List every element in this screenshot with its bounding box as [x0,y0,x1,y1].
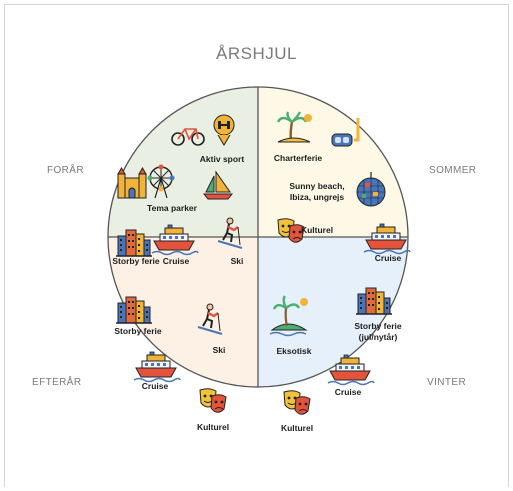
winter-label-cruise: Cruise [335,387,362,397]
autumn-label-ski: Ski [213,345,226,355]
theater-masks-icon [283,390,311,415]
spring-label-aktiv-sport: Aktiv sport [200,154,245,164]
disco-ball-icon [356,172,386,207]
summer-label-sunny-beach-line2: Ibiza, ungrejs [290,192,345,202]
ferris-wheel-icon [147,164,175,199]
dumbbell-icon [213,114,235,146]
spring-label-ski: Ski [231,256,244,266]
palm-beach-icon [276,111,312,143]
spring-label-cruise: Cruise [163,256,190,266]
winter-label-storby-ferie-line1: Storby ferie [354,321,402,331]
spring-label-storby-ferie: Storby ferie [112,256,160,266]
sailboat-icon [202,170,234,200]
season-label-autumn: EFTERÅR [32,377,82,388]
winter-label-kulturel: Kulturel [281,423,313,433]
season-label-summer: SOMMER [429,165,477,176]
summer-label-sunny-beach-line1: Sunny beach, [289,181,344,191]
summer-label-charterferie: Charterferie [274,153,322,163]
bicycle-icon [171,128,205,146]
autumn-label-kulturel: Kulturel [197,422,229,432]
page-title: ÅRSHJUL [216,44,297,63]
autumn-label-cruise: Cruise [142,381,169,391]
spring-label-tema-parker: Tema parker [147,203,198,213]
tropical-island-icon [269,295,308,337]
outer-frame [4,4,509,487]
theater-masks-icon [199,388,227,413]
winter-label-eksotisk: Eksotisk [277,346,312,356]
summer-label-kulturel: Kulturel [301,225,333,235]
winter-label-storby-ferie-line2: (jul/nytår) [359,332,398,342]
autumn-label-storby-ferie: Storby ferie [114,326,162,336]
season-label-winter: VINTER [427,377,467,388]
quadrant-winter [258,237,408,387]
season-label-spring: FORÅR [47,165,84,176]
summer-label-cruise: Cruise [375,253,402,263]
snorkel-mask-icon [331,118,360,147]
quadrant-autumn [108,237,258,387]
castle-icon [117,167,147,199]
